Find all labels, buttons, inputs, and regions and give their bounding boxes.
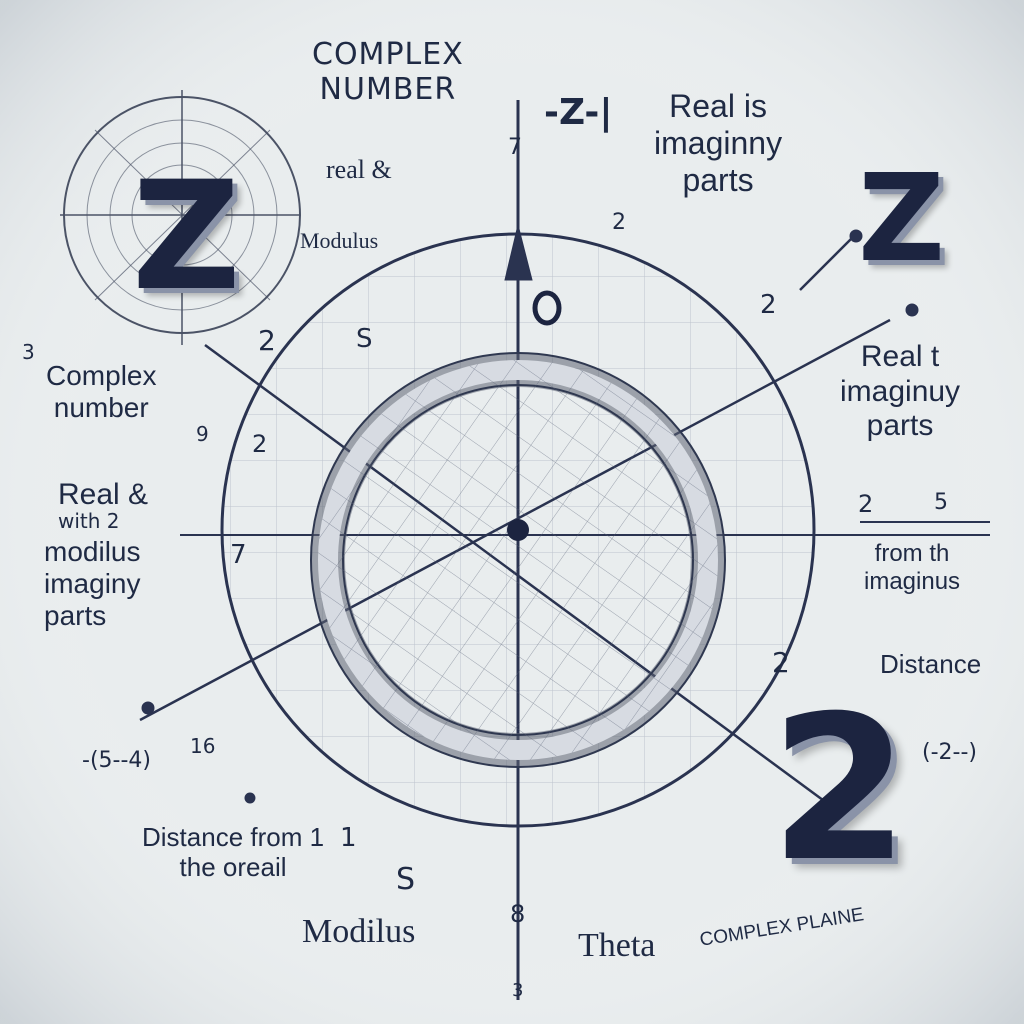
label-modulus-left: modilus imaginy parts: [44, 536, 141, 632]
z-notation: -Z-|: [544, 92, 613, 133]
numeral-n8: 5: [934, 490, 948, 515]
numeral-n14: 2: [612, 210, 626, 235]
numeral-n6: 2: [772, 646, 790, 679]
numeral-n1: 2: [258, 324, 276, 357]
label-real-left: Real &: [58, 478, 149, 511]
numeral-n12: 16: [190, 734, 216, 758]
numeral-n16: 9: [196, 422, 209, 446]
label-distance-right: Distance: [880, 649, 982, 679]
numeral-n9: S: [396, 862, 416, 897]
coordinate-right: (-2--): [922, 740, 977, 765]
numeral-n17: 3: [22, 340, 35, 364]
numeral-n5: 2: [760, 290, 777, 320]
diagram-title: COMPLEX NUMBER: [312, 37, 464, 107]
big-two-symbol: 2: [770, 673, 910, 906]
z-symbol-left: Z: [132, 150, 241, 324]
numeral-n15: 7: [508, 135, 522, 160]
vector-arrows: [141, 224, 919, 804]
label-real-imag-right: Real t imaginuy parts: [840, 340, 961, 442]
label-modulus-bottom: Modilus: [302, 913, 416, 950]
modulus-ring: [310, 352, 726, 768]
numeral-n10: 8: [510, 900, 526, 928]
numeral-n13: 1: [340, 823, 357, 853]
label-modulus-top: Modulus: [300, 228, 379, 253]
coordinate-left: -(5--4): [82, 748, 151, 773]
label-real-imag-top: Real is imaginny parts: [654, 88, 783, 198]
label-complex-number-left: Complex number: [46, 360, 157, 424]
radial-target: [60, 90, 301, 345]
label-real-amp: real &: [326, 155, 392, 184]
numeral-n7: 2: [858, 490, 874, 518]
numeral-n4: 7: [230, 540, 247, 570]
numeral-n11: 3: [512, 980, 524, 1001]
label-from-imaginus: from th imaginus: [864, 540, 961, 595]
numeral-n2: S: [356, 324, 373, 354]
numeral-n3: 2: [252, 430, 268, 458]
label-with-left: with 2: [58, 509, 120, 533]
origin-point: [507, 519, 529, 541]
z-symbol-right: Z: [858, 150, 946, 289]
label-theta: Theta: [578, 927, 656, 964]
label-distance-left: Distance from 1 the oreail: [142, 822, 325, 882]
